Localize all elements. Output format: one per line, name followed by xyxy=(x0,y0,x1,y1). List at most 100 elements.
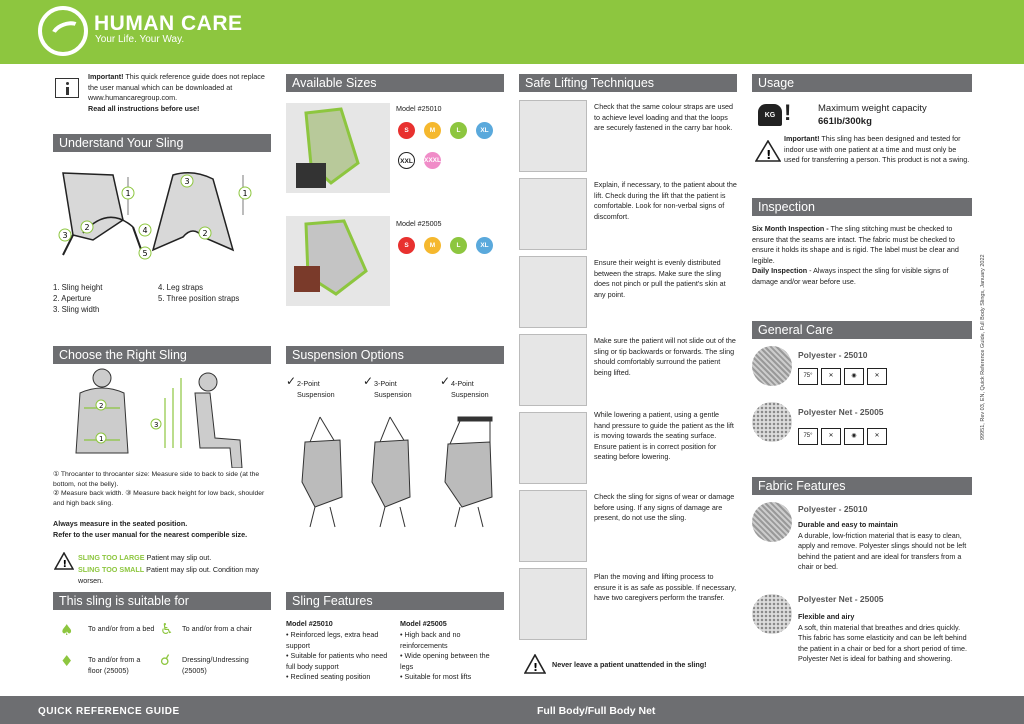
polyester-net-swatch xyxy=(752,402,792,442)
fabric-net-title: Polyester Net - 25005 xyxy=(798,594,884,604)
warning-icon: ! xyxy=(54,552,74,570)
svg-text:3: 3 xyxy=(185,177,190,186)
no-iron-icon: ✕ xyxy=(867,368,887,385)
wheelchair-icon: ♿ xyxy=(160,620,174,638)
tumble-dry-icon: ◉ xyxy=(844,428,864,445)
section-general: General Care xyxy=(752,321,972,339)
no-iron-icon: ✕ xyxy=(867,428,887,445)
suitable-floor: To and/or from a floor (25005) xyxy=(88,655,141,675)
section-sizes: Available Sizes xyxy=(286,74,504,92)
size-m-badge-2: M xyxy=(424,237,441,254)
brand-tagline: Your Life. Your Way. xyxy=(95,34,185,45)
sling-diagram: 1 3 1 2 3 4 2 5 xyxy=(58,172,252,260)
checkmark-icon: ✓ xyxy=(363,374,374,388)
suitable-dressing: Dressing/Undressing (25005) xyxy=(182,655,249,675)
polyester-net-swatch-2 xyxy=(752,594,792,634)
care-symbols-polyester: 75°✕◉✕ xyxy=(798,368,890,386)
sling-too-small: SLING TOO SMALL Patient may slip out. Co… xyxy=(78,565,259,585)
section-suitable: This sling is suitable for xyxy=(53,592,271,610)
fabric-polyester-title: Polyester - 25010 xyxy=(798,504,868,514)
brand-name: HUMAN CARE xyxy=(94,12,243,35)
usage-important: Important! This sling has been designed … xyxy=(784,134,970,164)
svg-text:2: 2 xyxy=(203,229,208,238)
wash-75-icon: 75° xyxy=(798,368,818,385)
step-photo-2 xyxy=(519,178,587,250)
features-model-25010: Model #25010 xyxy=(286,619,333,628)
inspection-text: Six Month Inspection - The sling stitchi… xyxy=(752,224,959,286)
section-safe: Safe Lifting Techniques xyxy=(519,74,737,92)
footer-bar xyxy=(0,696,1024,724)
size-xl-badge-2: XL xyxy=(476,237,493,254)
important-note: Important! This quick reference guide do… xyxy=(88,72,265,113)
svg-text:3: 3 xyxy=(154,421,158,429)
suspension-4-point: 4-Point Suspension xyxy=(451,379,489,399)
sling-25010-photo xyxy=(286,103,390,193)
features-model-25005: Model #25005 xyxy=(400,619,447,628)
section-fabric: Fabric Features xyxy=(752,477,972,495)
step-photo-6 xyxy=(519,490,587,562)
svg-text:2: 2 xyxy=(99,402,103,410)
footer-title: Full Body/Full Body Net xyxy=(537,705,656,717)
care-symbols-net: 75°✕◉✕ xyxy=(798,428,890,446)
step-photo-4 xyxy=(519,334,587,406)
svg-text:!: ! xyxy=(766,148,771,162)
suitable-bed: To and/or from a bed xyxy=(88,624,155,633)
features-list-25005: • High back and no reinforcements• Wide … xyxy=(400,630,490,681)
warning-icon: ! xyxy=(524,654,546,674)
safe-step-1: Check that the same colour straps are us… xyxy=(594,102,734,132)
suitable-chair: To and/or from a chair xyxy=(182,624,252,633)
no-bleach-icon: ✕ xyxy=(821,368,841,385)
step-photo-7 xyxy=(519,568,587,640)
measure-bold-notes: Always measure in the seated position.Re… xyxy=(53,519,248,539)
sling-25005-photo xyxy=(286,216,390,306)
section-features: Sling Features xyxy=(286,592,504,610)
floor-transfer-icon: ♦ xyxy=(60,652,74,670)
section-choose: Choose the Right Sling xyxy=(53,346,271,364)
document-id-vertical: 99951, Rev 03, EN, Quick Reference Guide… xyxy=(980,254,986,440)
care-polyester-title: Polyester - 25010 xyxy=(798,350,868,360)
safe-step-3: Ensure their weight is evenly distribute… xyxy=(594,258,726,299)
safe-step-7: Plan the moving and lifting process to e… xyxy=(594,572,737,602)
svg-text:1: 1 xyxy=(126,189,131,198)
safe-step-2: Explain, if necessary, to the patient ab… xyxy=(594,180,737,221)
safe-step-5: While lowering a patient, using a gentle… xyxy=(594,410,734,461)
safe-step-6: Check the sling for signs of wear or dam… xyxy=(594,492,735,522)
features-list-25010: • Reinforced legs, extra head support• S… xyxy=(286,630,388,681)
measure-diagram: 2 1 3 xyxy=(75,368,243,468)
section-understand: Understand Your Sling xyxy=(53,134,271,152)
svg-text:!: ! xyxy=(63,559,68,570)
step-photo-3 xyxy=(519,256,587,328)
step-photo-5 xyxy=(519,412,587,484)
svg-text:4: 4 xyxy=(143,226,148,235)
size-l-badge-2: L xyxy=(450,237,467,254)
safe-warning: Never leave a patient unattended in the … xyxy=(552,660,707,669)
measure-notes: ① Throcanter to throcanter size: Measure… xyxy=(53,471,265,507)
footer-left: QUICK REFERENCE GUIDE xyxy=(38,706,180,717)
polyester-swatch xyxy=(752,346,792,386)
checkmark-icon: ✓ xyxy=(286,374,297,388)
weight-kg-icon: KG xyxy=(758,104,782,126)
section-usage: Usage xyxy=(752,74,972,92)
section-inspection: Inspection xyxy=(752,198,972,216)
polyester-swatch-2 xyxy=(752,502,792,542)
size-xxxl-badge: XXXL xyxy=(424,152,441,169)
suspension-2-point: 2-Point Suspension xyxy=(297,379,335,399)
size-xxl-badge: XXL xyxy=(398,152,415,169)
svg-text:2: 2 xyxy=(85,223,90,232)
safe-step-4: Make sure the patient will not slide out… xyxy=(594,336,736,377)
dressing-icon: ☌ xyxy=(160,651,171,669)
size-model-25005: Model #25005 xyxy=(396,219,442,228)
manual-book-icon xyxy=(55,78,79,98)
care-net-title: Polyester Net - 25005 xyxy=(798,407,884,417)
header-bar xyxy=(0,0,1024,64)
human-care-logo-icon xyxy=(38,6,88,56)
size-model-25010: Model #25010 xyxy=(396,104,442,113)
svg-text:3: 3 xyxy=(63,231,68,240)
suspension-3-point: 3-Point Suspension xyxy=(374,379,412,399)
section-suspension: Suspension Options xyxy=(286,346,504,364)
